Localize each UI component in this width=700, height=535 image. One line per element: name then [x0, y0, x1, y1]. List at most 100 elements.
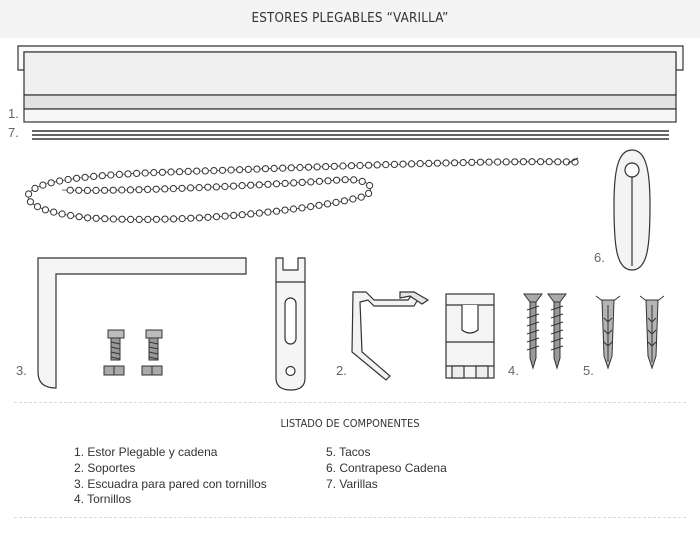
title-bar [0, 0, 700, 38]
chain-bead [253, 165, 261, 173]
chain-bead [195, 184, 203, 192]
list-item: 4. Tornillos [74, 492, 132, 507]
chain-bead [307, 178, 315, 186]
chain-bead [75, 213, 83, 221]
chain-bead [324, 177, 332, 185]
chain-bead [204, 213, 212, 221]
label-6: 6. [594, 250, 605, 265]
chain-bead [98, 172, 106, 180]
chain-bead [279, 164, 287, 172]
chain-bead [66, 186, 74, 194]
chain-bead [212, 183, 220, 191]
chain-bead [408, 160, 416, 168]
chain-bead [56, 177, 64, 185]
chain-bead [349, 195, 357, 203]
chain-bead [270, 164, 278, 172]
chain-bead [307, 203, 315, 211]
chain-bead [212, 213, 221, 221]
chain-bead [109, 215, 118, 223]
separator-top [14, 402, 686, 403]
chain-bead [39, 181, 47, 189]
chain-bead [519, 158, 528, 166]
chain-bead [451, 159, 459, 167]
chain-bead [31, 184, 39, 192]
chain-bead [144, 215, 152, 223]
label-2: 2. [336, 363, 347, 378]
chain-bead [272, 207, 281, 215]
chain-bead [67, 211, 75, 220]
chain-bead [221, 182, 229, 191]
chain-bead [298, 204, 306, 212]
chain-bead [330, 162, 338, 170]
chain-bead [373, 161, 381, 169]
chain-bead [58, 210, 66, 218]
chain-bead [187, 214, 195, 222]
list-title: LISTADO DE COMPONENTES [280, 417, 420, 430]
chain-bead [322, 163, 330, 171]
chain-bead [33, 203, 42, 211]
chain-bead [261, 165, 270, 173]
support-plate [275, 257, 306, 391]
chain-bead [193, 167, 201, 175]
chain-bead [109, 186, 117, 194]
chain-bead [356, 161, 364, 170]
chain-counterweight [613, 149, 651, 271]
chain-bead [73, 174, 81, 182]
chain-bead [244, 165, 252, 173]
chain-bead [287, 164, 295, 172]
chain-bead [333, 176, 341, 184]
chain-bead [178, 184, 186, 192]
chain-bead [201, 167, 209, 175]
list-item: 2. Soportes [74, 460, 136, 475]
rods [32, 130, 669, 140]
list-item: 5. Tacos [326, 445, 371, 459]
chain-bead [323, 200, 332, 208]
chain-bead [511, 158, 519, 166]
chain-bead [26, 198, 34, 206]
clip-plate [445, 293, 495, 379]
chain-bead [141, 169, 149, 177]
list-item: 1. Estor Plegable y cadena [74, 445, 218, 459]
chain-bead [135, 215, 143, 223]
chain-bead [92, 186, 100, 194]
chain-bead [399, 160, 407, 168]
separator-bottom [14, 517, 686, 518]
chain-bead [167, 168, 175, 176]
label-1: 1. [8, 106, 19, 121]
chain-bead [152, 215, 160, 223]
chain-bead [144, 185, 152, 193]
chain-bead [281, 179, 289, 187]
chain-bead [485, 158, 493, 166]
chain-bead [255, 181, 263, 189]
hook-support [351, 291, 430, 381]
chain-bead [562, 158, 571, 166]
chain-bead [382, 161, 390, 169]
chain-bead [158, 168, 166, 176]
chain-bead [47, 179, 55, 187]
chain-bead [366, 181, 374, 190]
chain-bead [118, 186, 126, 194]
components-list-left: 1. Estor Plegable y cadena 2. Soportes 3… [74, 445, 267, 508]
page-title: ESTORES PLEGABLES “VARILLA” [251, 11, 449, 26]
list-item: 7. Varillas [326, 476, 378, 491]
bracket-screws [103, 329, 163, 376]
chain-bead [101, 186, 109, 194]
chain-bead [75, 186, 83, 194]
chain-bead [210, 167, 218, 175]
chain-bead [365, 189, 373, 197]
list-item: 3. Escuadra para pared con tornillos [74, 476, 267, 491]
chain-bead [296, 163, 304, 172]
chain-bead [229, 182, 238, 190]
chain-bead [433, 159, 441, 167]
chain-bead [459, 159, 467, 167]
chain-bead [357, 193, 365, 201]
chain-bead [83, 186, 92, 194]
chain-bead [272, 180, 281, 188]
chain-bead [50, 208, 58, 216]
chain-bead [290, 179, 298, 187]
chain-bead [332, 198, 340, 206]
chain-bead [247, 181, 255, 189]
chain-bead [81, 173, 89, 181]
chain-end [567, 157, 579, 164]
chain-bead [554, 158, 562, 166]
